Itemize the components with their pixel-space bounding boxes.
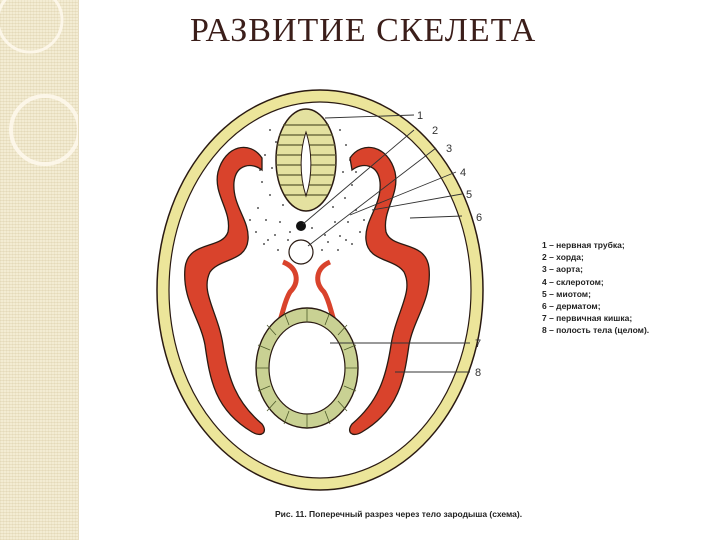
label-7: 7: [475, 338, 481, 350]
leader-lines: [302, 114, 470, 373]
mesoderm-left: [184, 146, 266, 436]
label-4: 4: [460, 167, 466, 179]
legend-item: 4 – склеротом;: [542, 276, 604, 287]
aorta: [288, 239, 314, 265]
legend-item: 7 – первичная кишка;: [542, 313, 633, 324]
legend-item: 8 – полость тела (целом).: [542, 325, 650, 336]
label-3: 3: [446, 143, 452, 155]
decorative-side-strip: [0, 0, 79, 540]
label-1: 1: [417, 110, 423, 122]
slide-title: РАЗВИТИЕ СКЕЛЕТА: [190, 12, 537, 49]
legend-item: 6 – дерматом;: [542, 301, 601, 312]
figure-caption: Рис. 11. Поперечный разрез через тело за…: [275, 509, 523, 519]
label-2: 2: [432, 125, 438, 137]
mesoderm-right: [348, 146, 430, 436]
diagram-legend: 1 – нервная трубка; 2 – хорда; 3 – аорта…: [542, 239, 649, 337]
gut-wall-hatch: [256, 308, 358, 428]
legend-item: 5 – миотом;: [542, 288, 591, 299]
legend-item: 1 – нервная трубка;: [542, 240, 625, 250]
label-5: 5: [466, 189, 472, 201]
swirl-ornament: [0, 0, 78, 166]
label-6: 6: [476, 212, 482, 224]
label-8: 8: [475, 367, 481, 379]
legend-item: 2 – хорда;: [542, 252, 584, 263]
neural-canal: [300, 130, 312, 198]
primary-gut-lumen: [268, 321, 346, 415]
legend-item: 3 – аорта;: [542, 264, 583, 275]
